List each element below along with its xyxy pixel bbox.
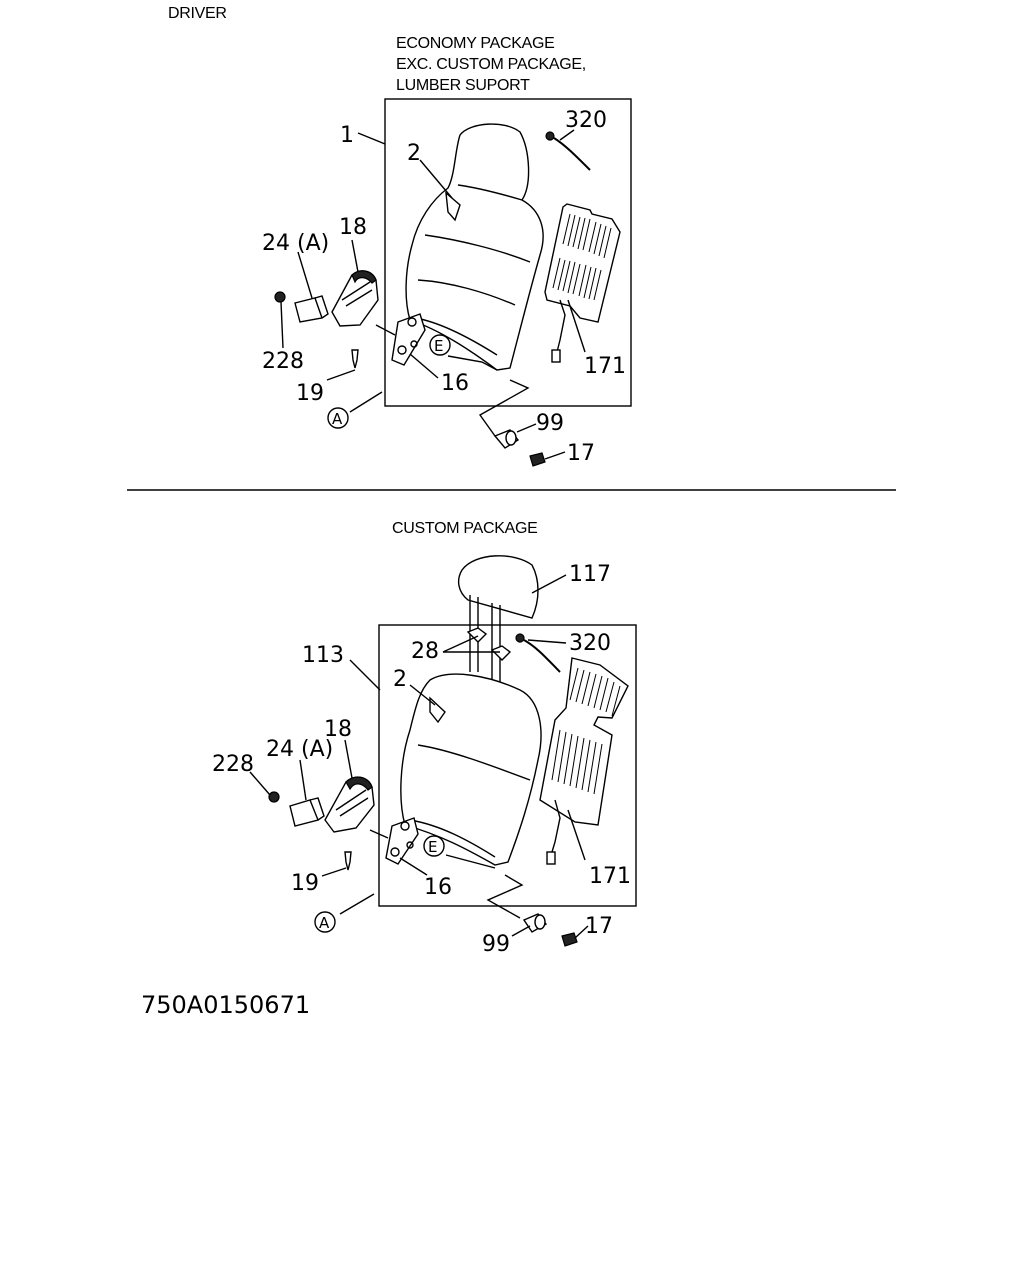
economy-clip-19 — [351, 349, 359, 369]
custom-hinge-16 — [385, 817, 419, 865]
custom-headrest-117 — [457, 555, 539, 690]
custom-clip-19 — [344, 851, 352, 871]
custom-guides-28 — [466, 627, 512, 661]
custom-callout-16: 16 — [424, 875, 452, 900]
custom-callout-18: 18 — [324, 717, 352, 742]
economy-heading-line-3: LUMBER SUPORT — [396, 77, 530, 94]
custom-lever-18 — [324, 776, 375, 833]
custom-callout-19: 19 — [291, 871, 319, 896]
custom-seat-back — [400, 673, 542, 866]
economy-bushing-99 — [493, 429, 520, 449]
econ-callout-228: 228 — [262, 349, 304, 374]
economy-seat-back — [405, 123, 544, 371]
driver-label: DRIVER — [168, 5, 227, 22]
economy-heater-mat — [544, 203, 621, 363]
econ-callout-18: 18 — [339, 215, 367, 240]
custom-callout-17: 17 — [585, 914, 613, 939]
economy-frame — [384, 98, 632, 407]
economy-heading-line-1: ECONOMY PACKAGE — [396, 35, 555, 52]
economy-screw-228 — [274, 291, 286, 303]
custom-callout-320: 320 — [569, 631, 611, 656]
custom-callout-28: 28 — [411, 639, 439, 664]
economy-diagram: 1 2 320 18 24 (A) 228 19 16 171 99 17 A … — [262, 98, 632, 467]
econ-callout-16: 16 — [441, 371, 469, 396]
econ-callout-24a: 24 (A) — [262, 231, 329, 256]
economy-strap-320 — [545, 131, 591, 171]
custom-callout-E: E — [428, 838, 437, 856]
drawing-number: 750A0150671 — [141, 991, 310, 1019]
economy-heading-line-2: EXC. CUSTOM PACKAGE, — [396, 56, 586, 73]
custom-screw-17 — [561, 932, 578, 947]
custom-callout-24a: 24 (A) — [266, 737, 333, 762]
econ-callout-2: 2 — [407, 141, 421, 166]
econ-callout-99: 99 — [536, 411, 564, 436]
custom-callout-2: 2 — [393, 667, 407, 692]
custom-screw-228 — [268, 791, 280, 803]
econ-callout-19: 19 — [296, 381, 324, 406]
custom-heater-mat — [539, 657, 629, 865]
custom-callout-113: 113 — [302, 643, 344, 668]
custom-bushing-99 — [522, 913, 548, 933]
econ-callout-17: 17 — [567, 441, 595, 466]
economy-hinge-16 — [391, 313, 426, 366]
custom-frame — [378, 624, 637, 907]
custom-cover-24a — [289, 797, 325, 827]
econ-callout-1: 1 — [340, 123, 354, 148]
custom-diagram: 117 28 320 113 2 18 24 (A) 228 19 16 171… — [212, 555, 637, 957]
custom-callout-A: A — [319, 914, 330, 932]
econ-callout-171: 171 — [584, 354, 626, 379]
econ-callout-E: E — [434, 337, 443, 355]
custom-callout-228: 228 — [212, 752, 254, 777]
custom-callout-171: 171 — [589, 864, 631, 889]
econ-callout-320: 320 — [565, 108, 607, 133]
economy-cover-24a — [294, 295, 329, 323]
custom-callout-99: 99 — [482, 932, 510, 957]
economy-lever-18 — [331, 270, 379, 327]
custom-callout-117: 117 — [569, 562, 611, 587]
economy-screw-17 — [529, 452, 546, 467]
custom-strap-320 — [515, 633, 561, 673]
custom-heading: CUSTOM PACKAGE — [392, 520, 538, 537]
econ-callout-A: A — [332, 410, 343, 428]
